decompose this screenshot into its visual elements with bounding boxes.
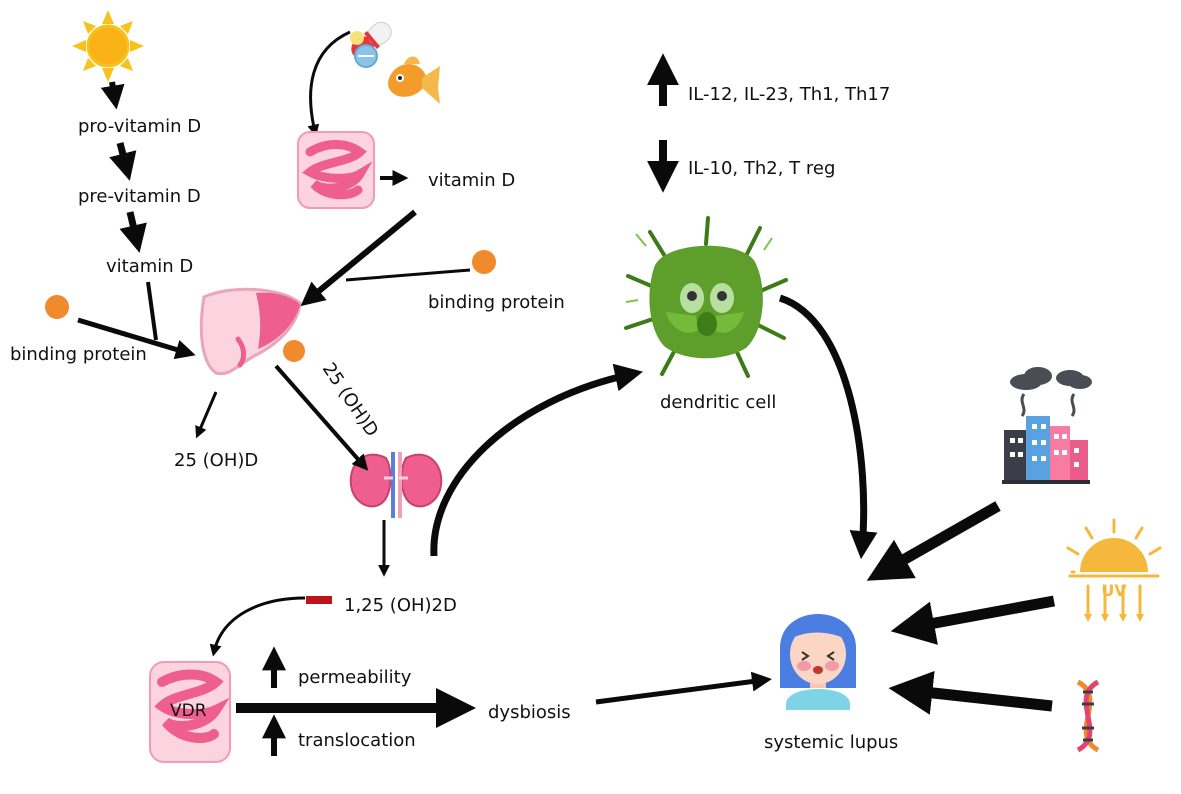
arrow-calcitriol-to-vdr [209, 596, 306, 657]
pill-to-gut-arrow [307, 30, 351, 137]
arrows [77, 53, 1056, 756]
label-vitamin-d-gut: vitamin D [428, 170, 515, 191]
label-binding-protein-left: binding protein [10, 344, 147, 365]
arrow-pollution-to-lupus [866, 501, 1001, 581]
label-down-cytokines: IL-10, Th2, T reg [688, 158, 835, 179]
label-dysbiosis: dysbiosis [488, 702, 571, 723]
arrow-calcitriol-to-dendritic [430, 363, 643, 557]
arrow-pre-to-vitd [119, 211, 147, 253]
arrow-pro-to-pre [109, 142, 137, 181]
uv-label: UV [1101, 581, 1127, 600]
sun-icon [72, 10, 144, 82]
dendritic-cell-icon [624, 216, 788, 378]
intestine-icon [297, 131, 375, 209]
label-pro-vitamin-d: pro-vitamin D [78, 116, 201, 137]
arrow-sun-to-pro [100, 81, 125, 110]
label-calcitriol: 1,25 (OH)2D [344, 595, 457, 616]
label-vdr: VDR [170, 701, 207, 721]
label-translocation: translocation [298, 730, 416, 751]
label-dendritic-cell: dendritic cell [660, 392, 776, 413]
kidney-icon [349, 452, 443, 518]
patient-icon [779, 614, 857, 710]
label-permeability: permeability [298, 667, 412, 688]
pill-icon [350, 21, 392, 68]
arrow-dna-to-lupus [888, 671, 1053, 715]
fish-icon [388, 56, 440, 104]
line-vitd-down [146, 281, 158, 341]
line-binding-right [345, 268, 471, 282]
binding-protein-dot-left [45, 295, 69, 319]
dna-icon [1076, 679, 1100, 753]
label-25ohd-left: 25 (OH)D [174, 450, 258, 471]
label-systemic-lupus: systemic lupus [764, 732, 898, 753]
liver-icon [199, 287, 302, 376]
label-25ohd-diag: 25 (OH)D [318, 359, 383, 441]
binding-protein-dot-right [472, 250, 496, 274]
arrow-vitd-to-liver [300, 209, 417, 307]
inhibitor-bar [306, 596, 332, 604]
arrow-binding-to-liver [77, 317, 196, 360]
arrow-uv-to-lupus [890, 595, 1056, 645]
intestine-vdr-icon [149, 661, 231, 763]
label-binding-protein-right: binding protein [428, 292, 565, 313]
label-vitamin-d-left: vitamin D [106, 256, 193, 277]
label-pre-vitamin-d: pre-vitamin D [78, 186, 201, 207]
arrow-dendritic-to-lupus [778, 294, 878, 560]
factory-pollution-icon [1002, 367, 1092, 484]
arrow-liver-to-25ohd [195, 391, 218, 439]
arrow-liver-to-kidney [274, 364, 369, 471]
label-up-cytokines: IL-12, IL-23, Th1, Th17 [688, 84, 890, 105]
uv-sun-icon: UV [1066, 518, 1162, 622]
arrow-dysbiosis-to-lupus [595, 671, 772, 705]
binding-protein-dot-liver [283, 340, 305, 362]
